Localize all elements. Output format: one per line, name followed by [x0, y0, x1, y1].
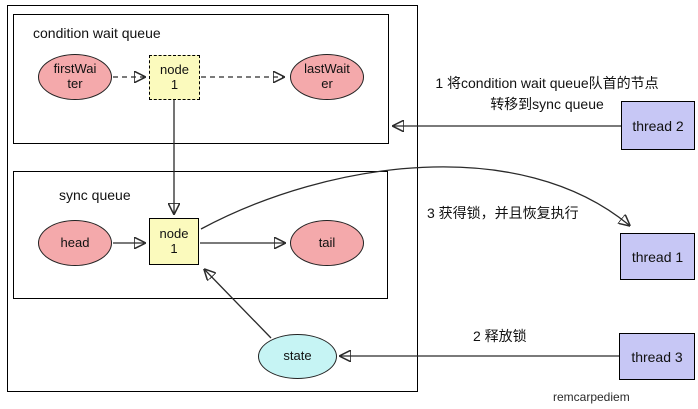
thread2-box: thread 2 [621, 101, 695, 150]
condition-wait-queue-box [13, 14, 389, 144]
lastwaiter-label-line2: er [321, 76, 333, 91]
lastwaiter-label-line1: lastWait [304, 61, 350, 77]
tail-ellipse: tail [290, 220, 364, 266]
thread2-label: thread 2 [632, 117, 684, 134]
step2-annotation: 2 释放锁 [473, 328, 527, 344]
thread1-box: thread 1 [620, 233, 695, 280]
sync-node1-box: node 1 [149, 218, 199, 265]
lastwaiter-ellipse: lastWait er [290, 54, 364, 100]
firstwaiter-label-line1: firstWai [53, 61, 97, 77]
sync-node1-label-line2: 1 [170, 240, 178, 256]
condition-queue-title: condition wait queue [33, 25, 161, 41]
sync-node1-label-line1: node [159, 225, 189, 241]
sync-queue-title: sync queue [59, 187, 131, 203]
firstwaiter-ellipse: firstWai ter [38, 54, 112, 100]
condition-node1-label-line2: 1 [170, 76, 179, 92]
thread1-label: thread 1 [631, 248, 684, 265]
step1-annotation-line2: 转移到sync queue [490, 96, 604, 112]
state-ellipse: state [258, 334, 337, 379]
state-label: state [283, 348, 312, 364]
tail-label: tail [318, 234, 336, 250]
sync-queue-box [13, 171, 388, 299]
step3-annotation: 3 获得锁，并且恢复执行 [427, 205, 579, 221]
head-ellipse: head [38, 220, 112, 266]
head-label: head [60, 234, 90, 250]
condition-node1-box: node 1 [149, 55, 200, 100]
thread3-label: thread 3 [631, 348, 683, 365]
thread3-box: thread 3 [619, 333, 695, 380]
condition-node1-label-line1: node [160, 61, 189, 77]
step1-annotation-line1: 1 将condition wait queue队首的节点 [435, 75, 659, 91]
step1-annotation: 1 将condition wait queue队首的节点 转移到sync que… [422, 73, 672, 115]
watermark-text: remcarpediem [553, 390, 630, 404]
firstwaiter-label-line2: ter [67, 76, 83, 91]
